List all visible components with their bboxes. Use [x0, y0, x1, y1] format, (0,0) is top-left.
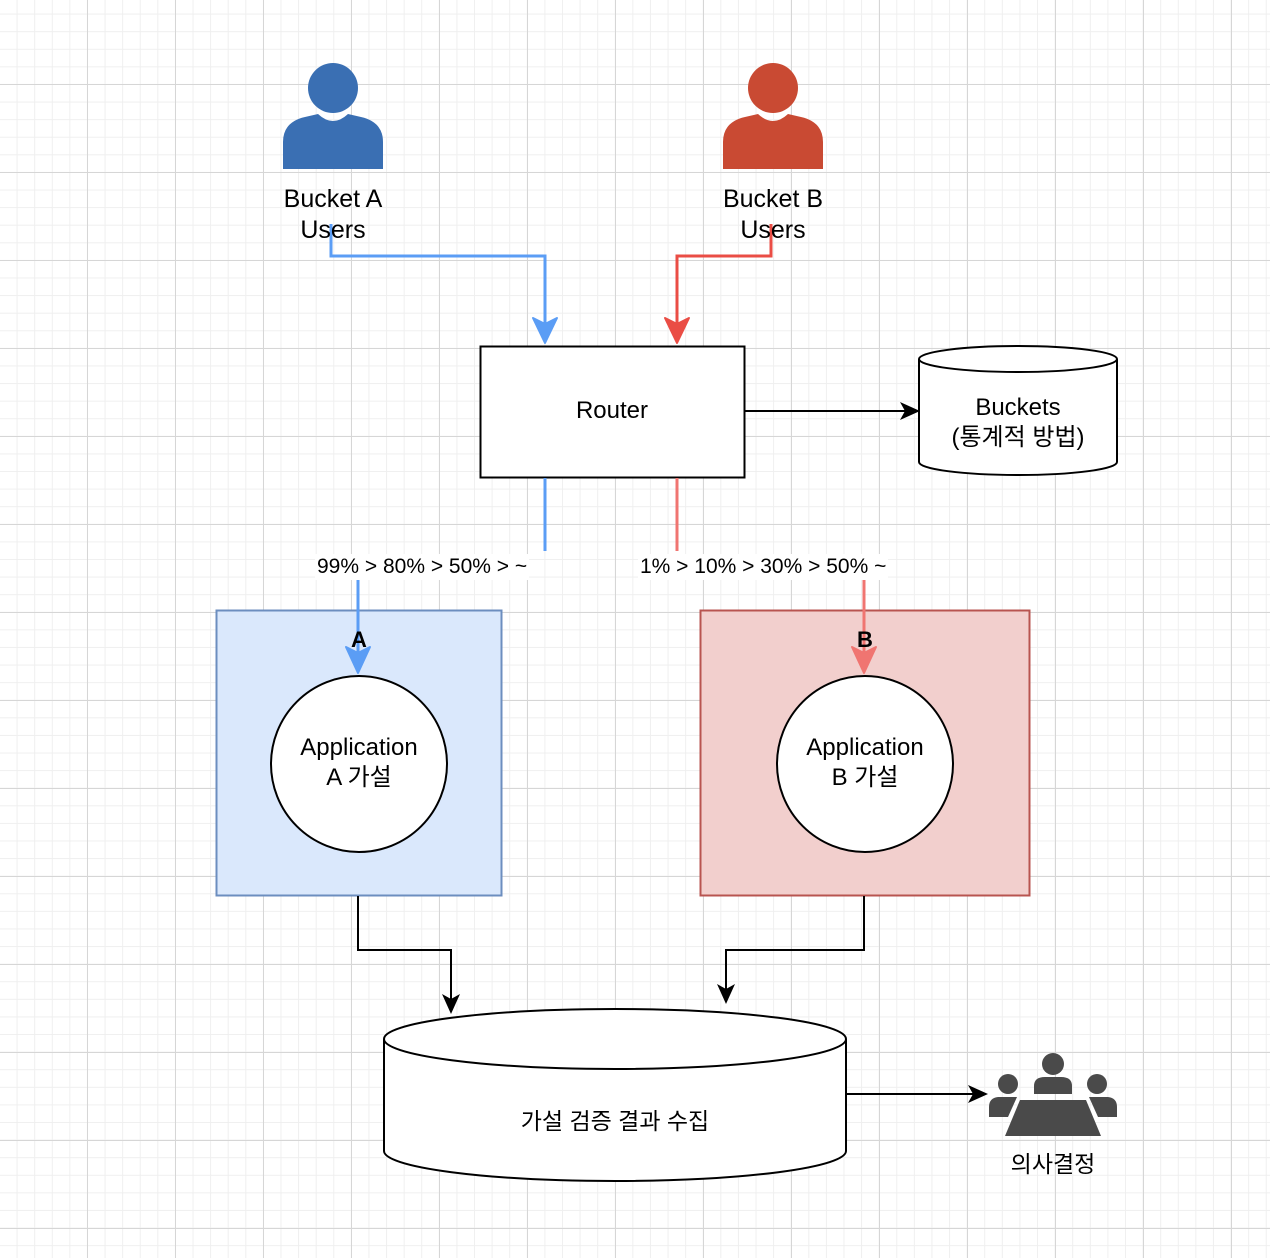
- application-b-line1: Application: [806, 734, 924, 761]
- user-a-label-line2: Users: [300, 216, 366, 244]
- split-a-label: 99% > 80% > 50% > ~: [315, 554, 530, 580]
- router-to-app-b-connector: [675, 478, 877, 674]
- user-a-label-line1: Bucket A: [283, 185, 383, 213]
- user-b-label: Bucket B Users: [693, 184, 853, 246]
- user-b-to-router-connector: [664, 224, 773, 344]
- router-to-buckets-arrow: [745, 402, 920, 420]
- user-a-to-router-connector: [329, 224, 558, 344]
- split-b-label: 1% > 10% > 30% > 50% ~: [638, 554, 889, 580]
- application-a-line2: A 가설: [326, 764, 392, 791]
- buckets-database: [918, 345, 1118, 476]
- results-database: [383, 1008, 847, 1182]
- application-a-label: Application A 가설: [271, 733, 447, 793]
- app-a-to-results-arrow: [357, 896, 460, 1014]
- application-b-label: Application B 가설: [777, 733, 953, 793]
- application-a-circle: [270, 675, 448, 853]
- user-a-icon: [283, 63, 383, 169]
- user-b-label-line1: Bucket B: [722, 185, 824, 213]
- box-b-title: B: [857, 627, 873, 652]
- router-label: Router: [575, 397, 649, 424]
- results-to-decision-arrow: [846, 1085, 988, 1103]
- user-a-label: Bucket A Users: [253, 184, 413, 246]
- box-a-title: A: [351, 627, 367, 652]
- router-to-app-a-connector: [345, 478, 547, 674]
- buckets-label: Buckets (통계적 방법): [919, 393, 1117, 453]
- application-b-circle: [776, 675, 954, 853]
- decision-label: 의사결정: [1010, 1151, 1096, 1177]
- application-b-line2: B 가설: [831, 764, 899, 791]
- router-box: [479, 345, 746, 479]
- buckets-label-line2: (통계적 방법): [951, 424, 1085, 451]
- user-b-label-line2: Users: [740, 216, 806, 244]
- application-a-line1: Application: [300, 734, 418, 761]
- app-b-to-results-arrow: [717, 896, 865, 1004]
- user-b-icon: [723, 63, 823, 169]
- buckets-label-line1: Buckets: [975, 394, 1061, 421]
- meeting-group-icon: [989, 1053, 1117, 1136]
- results-label: 가설 검증 결과 수집: [520, 1108, 710, 1134]
